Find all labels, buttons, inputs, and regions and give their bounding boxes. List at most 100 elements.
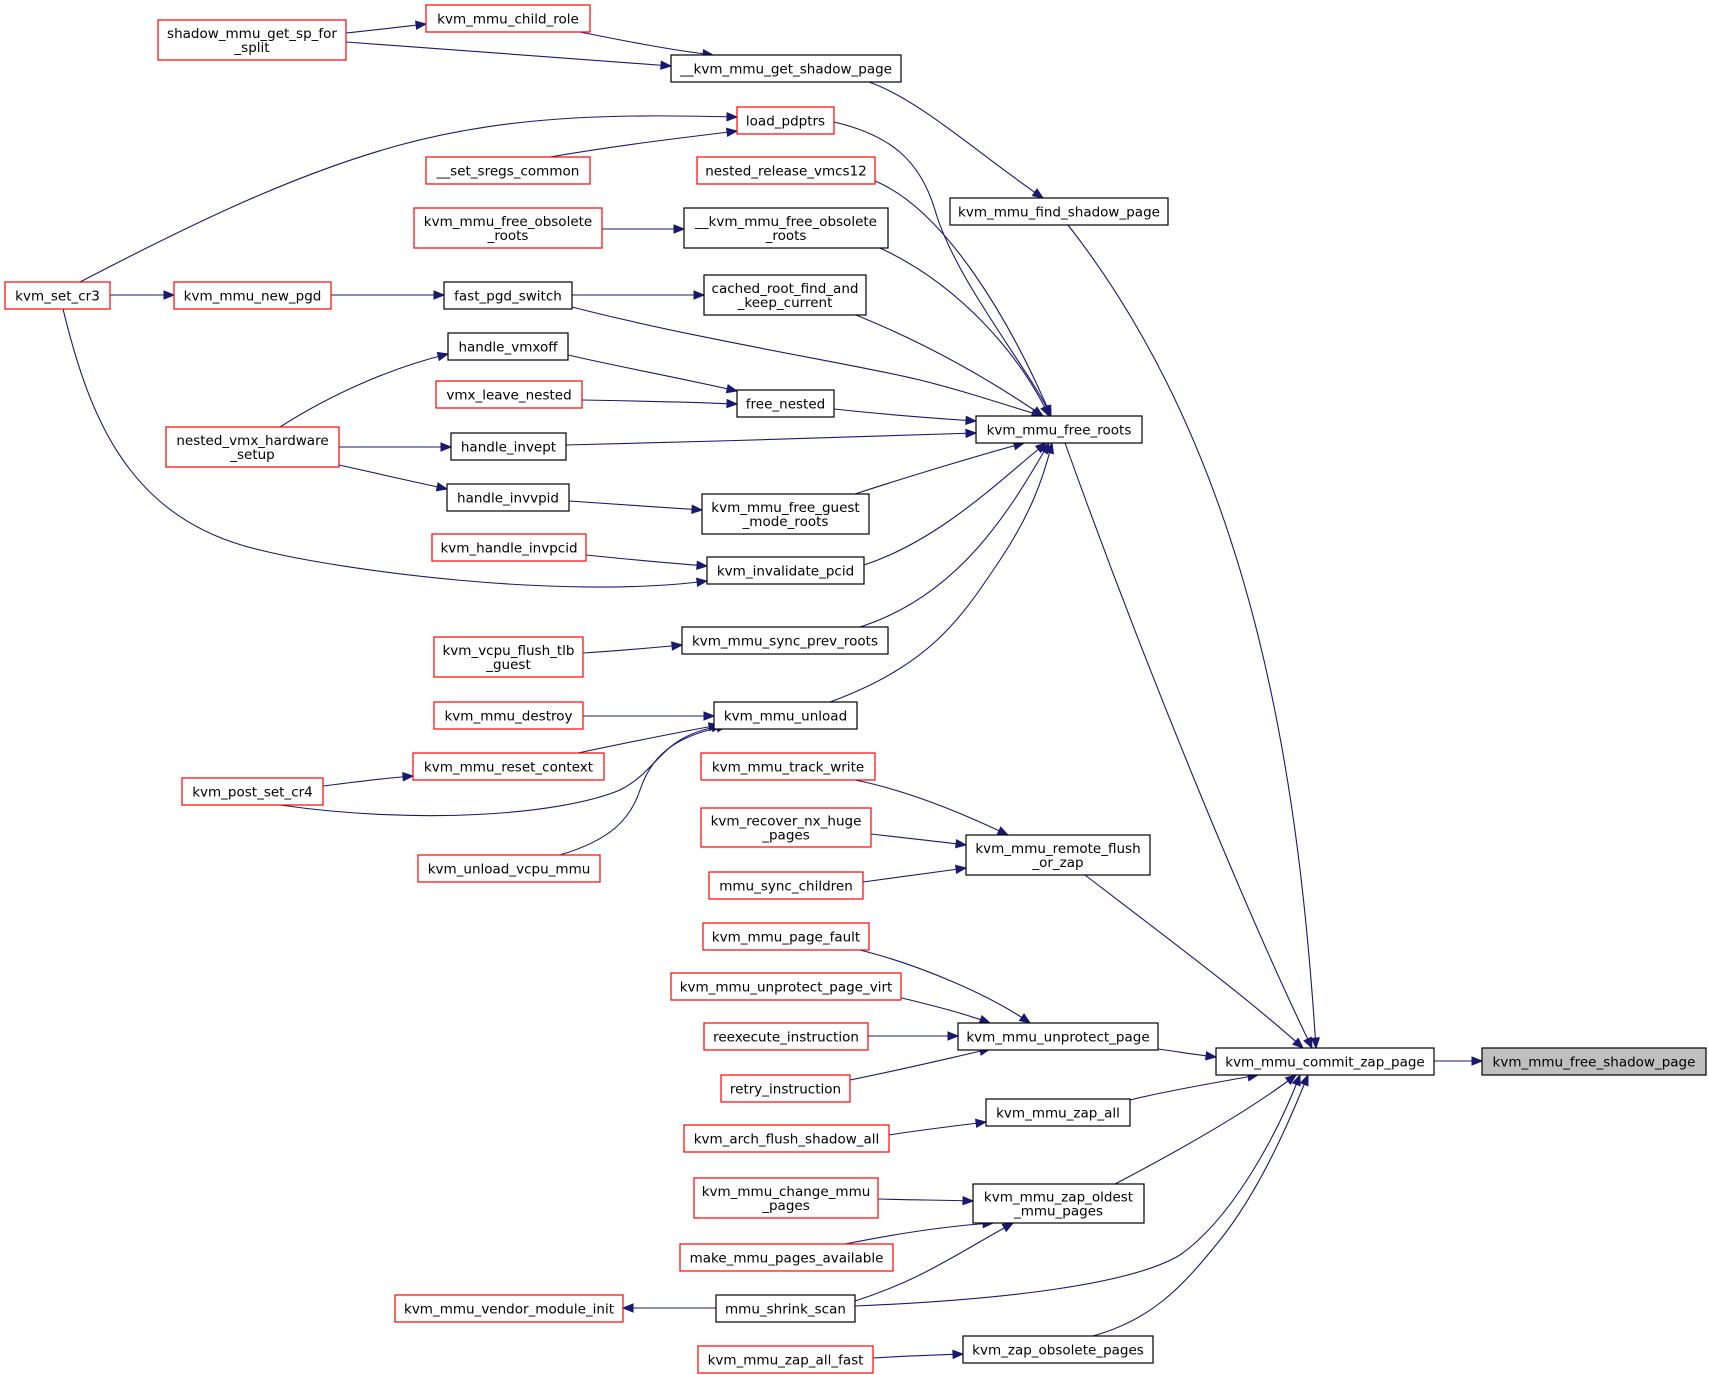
node-box[interactable] <box>683 207 889 249</box>
node-box[interactable] <box>1215 1047 1435 1076</box>
node-box[interactable] <box>703 274 867 316</box>
node-kvm-mmu-find-shadow-page[interactable]: kvm_mmu_find_shadow_page <box>949 197 1169 226</box>
node-kvm-mmu-sync-prev-roots[interactable]: kvm_mmu_sync_prev_roots <box>681 626 889 655</box>
node-kvm-mmu-new-pgd[interactable]: kvm_mmu_new_pgd <box>173 281 332 310</box>
node-box[interactable] <box>431 533 587 562</box>
node-box[interactable] <box>706 556 865 585</box>
node-load-pdptrs[interactable]: load_pdptrs <box>736 106 835 135</box>
node-box[interactable] <box>700 752 876 781</box>
node-kvm-unload-vcpu-mmu[interactable]: kvm_unload_vcpu_mmu <box>417 854 601 883</box>
node-box[interactable] <box>985 1098 1131 1127</box>
node-kvm-invalidate-pcid[interactable]: kvm_invalidate_pcid <box>706 556 865 585</box>
node-reexecute-instruction[interactable]: reexecute_instruction <box>703 1022 869 1051</box>
node-cached-root-find-and-keep-current[interactable]: cached_root_find_and_keep_current <box>703 274 867 316</box>
node-kvm-mmu-get-shadow-page[interactable]: __kvm_mmu_get_shadow_page <box>670 54 902 83</box>
node-box[interactable] <box>679 1243 894 1272</box>
node-box[interactable] <box>700 807 872 848</box>
node-handle-invvpid[interactable]: handle_invvpid <box>446 483 570 512</box>
node-box[interactable] <box>433 636 584 678</box>
node-box[interactable] <box>708 871 864 900</box>
node-box[interactable] <box>435 380 583 409</box>
node-box[interactable] <box>450 432 567 461</box>
node-kvm-set-cr3[interactable]: kvm_set_cr3 <box>4 281 111 310</box>
node-kvm-mmu-zap-all-fast[interactable]: kvm_mmu_zap_all_fast <box>697 1345 874 1374</box>
node-box[interactable] <box>173 281 332 310</box>
node-kvm-mmu-zap-all[interactable]: kvm_mmu_zap_all <box>985 1098 1131 1127</box>
node-box[interactable] <box>1481 1047 1707 1076</box>
node-set-sregs-common[interactable]: __set_sregs_common <box>425 156 591 185</box>
node-kvm-mmu-zap-oldest-mmu-pages[interactable]: kvm_mmu_zap_oldest_mmu_pages <box>972 1183 1145 1224</box>
node-kvm-mmu-free-obsolete-roots[interactable]: __kvm_mmu_free_obsolete_roots <box>683 207 889 249</box>
node-box[interactable] <box>413 207 603 249</box>
node-kvm-recover-nx-huge-pages[interactable]: kvm_recover_nx_huge_pages <box>700 807 872 848</box>
node-kvm-post-set-cr4[interactable]: kvm_post_set_cr4 <box>181 777 324 806</box>
node-fast-pgd-switch[interactable]: fast_pgd_switch <box>443 281 573 310</box>
node-box[interactable] <box>4 281 111 310</box>
node-box[interactable] <box>447 332 569 361</box>
node-box[interactable] <box>962 1335 1154 1364</box>
node-kvm-vcpu-flush-tlb-guest[interactable]: kvm_vcpu_flush_tlb_guest <box>433 636 584 678</box>
node-box[interactable] <box>165 426 340 468</box>
node-mmu-shrink-scan[interactable]: mmu_shrink_scan <box>715 1294 856 1323</box>
node-handle-vmxoff[interactable]: handle_vmxoff <box>447 332 569 361</box>
node-retry-instruction[interactable]: retry_instruction <box>720 1074 851 1103</box>
node-box[interactable] <box>697 1345 874 1374</box>
node-kvm-mmu-change-mmu-pages[interactable]: kvm_mmu_change_mmu_pages <box>693 1177 879 1219</box>
node-kvm-mmu-vendor-module-init[interactable]: kvm_mmu_vendor_module_init <box>394 1294 624 1323</box>
node-box[interactable] <box>433 701 584 730</box>
node-box[interactable] <box>417 854 601 883</box>
node-box[interactable] <box>965 834 1151 876</box>
node-kvm-zap-obsolete-pages[interactable]: kvm_zap_obsolete_pages <box>962 1335 1154 1364</box>
node-box[interactable] <box>670 54 902 83</box>
node-nested-vmx-hardware-setup[interactable]: nested_vmx_hardware_setup <box>165 426 340 468</box>
node-kvm-mmu-track-write[interactable]: kvm_mmu_track_write <box>700 752 876 781</box>
node-kvm-mmu-unload[interactable]: kvm_mmu_unload <box>713 701 858 730</box>
node-make-mmu-pages-available[interactable]: make_mmu_pages_available <box>679 1243 894 1272</box>
node-kvm-mmu-unprotect-page[interactable]: kvm_mmu_unprotect_page <box>957 1022 1159 1051</box>
node-box[interactable] <box>693 1177 879 1219</box>
node-shadow-mmu-get-sp-for-split[interactable]: shadow_mmu_get_sp_for_split <box>157 19 347 61</box>
node-kvm-mmu-free-shadow-page[interactable]: kvm_mmu_free_shadow_page <box>1481 1047 1707 1076</box>
node-box[interactable] <box>394 1294 624 1323</box>
node-box[interactable] <box>713 701 858 730</box>
node-box[interactable] <box>446 483 570 512</box>
node-box[interactable] <box>702 922 870 951</box>
node-box[interactable] <box>703 1022 869 1051</box>
node-nested-release-vmcs12[interactable]: nested_release_vmcs12 <box>696 156 876 185</box>
node-box[interactable] <box>957 1022 1159 1051</box>
node-kvm-mmu-page-fault[interactable]: kvm_mmu_page_fault <box>702 922 870 951</box>
node-kvm-mmu-child-role[interactable]: kvm_mmu_child_role <box>425 4 591 33</box>
node-kvm-mmu-commit-zap-page[interactable]: kvm_mmu_commit_zap_page <box>1215 1047 1435 1076</box>
node-box[interactable] <box>736 106 835 135</box>
node-box[interactable] <box>972 1183 1145 1224</box>
node-kvm-mmu-destroy[interactable]: kvm_mmu_destroy <box>433 701 584 730</box>
node-box[interactable] <box>412 752 605 781</box>
node-box[interactable] <box>443 281 573 310</box>
node-box[interactable] <box>670 972 902 1001</box>
node-box[interactable] <box>720 1074 851 1103</box>
node-mmu-sync-children[interactable]: mmu_sync_children <box>708 871 864 900</box>
node-kvm-mmu-unprotect-page-virt[interactable]: kvm_mmu_unprotect_page_virt <box>670 972 902 1001</box>
node-kvm-mmu-free-obsolete-roots[interactable]: kvm_mmu_free_obsolete_roots <box>413 207 603 249</box>
node-vmx-leave-nested[interactable]: vmx_leave_nested <box>435 380 583 409</box>
node-kvm-mmu-free-guest-mode-roots[interactable]: kvm_mmu_free_guest_mode_roots <box>701 493 870 535</box>
node-kvm-mmu-free-roots[interactable]: kvm_mmu_free_roots <box>975 415 1143 444</box>
node-box[interactable] <box>683 1124 890 1153</box>
node-kvm-arch-flush-shadow-all[interactable]: kvm_arch_flush_shadow_all <box>683 1124 890 1153</box>
node-box[interactable] <box>715 1294 856 1323</box>
node-box[interactable] <box>975 415 1143 444</box>
node-box[interactable] <box>157 19 347 61</box>
node-box[interactable] <box>701 493 870 535</box>
node-box[interactable] <box>696 156 876 185</box>
node-box[interactable] <box>736 389 835 418</box>
node-handle-invept[interactable]: handle_invept <box>450 432 567 461</box>
node-box[interactable] <box>425 156 591 185</box>
node-box[interactable] <box>681 626 889 655</box>
node-box[interactable] <box>949 197 1169 226</box>
node-box[interactable] <box>181 777 324 806</box>
node-kvm-mmu-remote-flush-or-zap[interactable]: kvm_mmu_remote_flush_or_zap <box>965 834 1151 876</box>
node-free-nested[interactable]: free_nested <box>736 389 835 418</box>
node-kvm-mmu-reset-context[interactable]: kvm_mmu_reset_context <box>412 752 605 781</box>
node-box[interactable] <box>425 4 591 33</box>
node-kvm-handle-invpcid[interactable]: kvm_handle_invpcid <box>431 533 587 562</box>
